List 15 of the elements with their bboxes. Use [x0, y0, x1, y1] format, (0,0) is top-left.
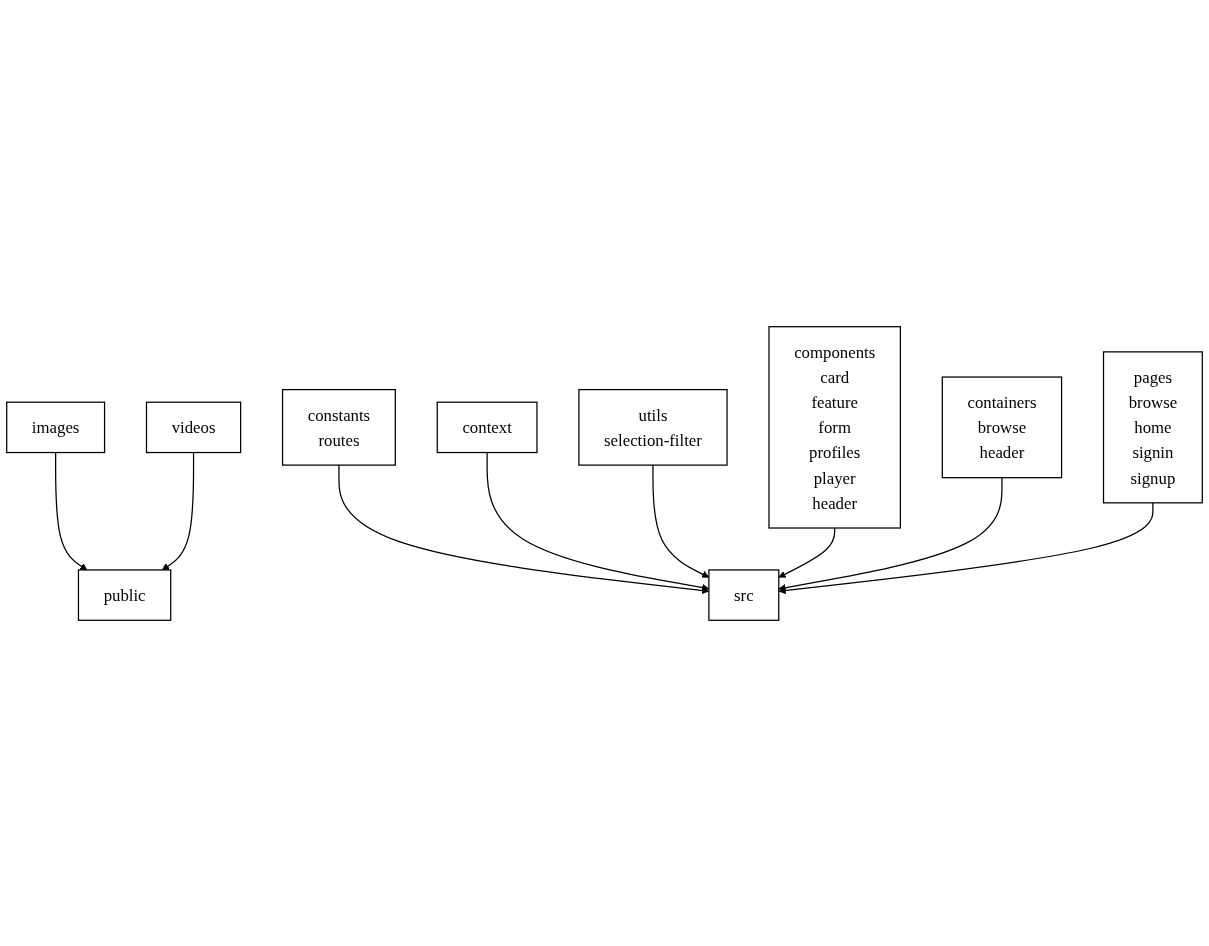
- node-box: src: [708, 568, 780, 621]
- node-box: constants routes: [281, 388, 396, 466]
- arrow: [55, 451, 88, 570]
- arrow: [778, 501, 1154, 594]
- node-box: utils selection-filter: [578, 388, 728, 466]
- arrow: [778, 526, 836, 578]
- arrow: [778, 476, 1003, 591]
- node-box: components card feature form profiles player header: [768, 325, 901, 529]
- node-box: containers browse header: [941, 375, 1063, 478]
- node-box: public: [77, 568, 172, 621]
- node-box: pages browse home signin signup: [1102, 350, 1203, 503]
- node-box: videos: [145, 401, 242, 453]
- arrow: [161, 451, 195, 570]
- node-box: context: [436, 401, 538, 453]
- node-box: images: [6, 401, 106, 453]
